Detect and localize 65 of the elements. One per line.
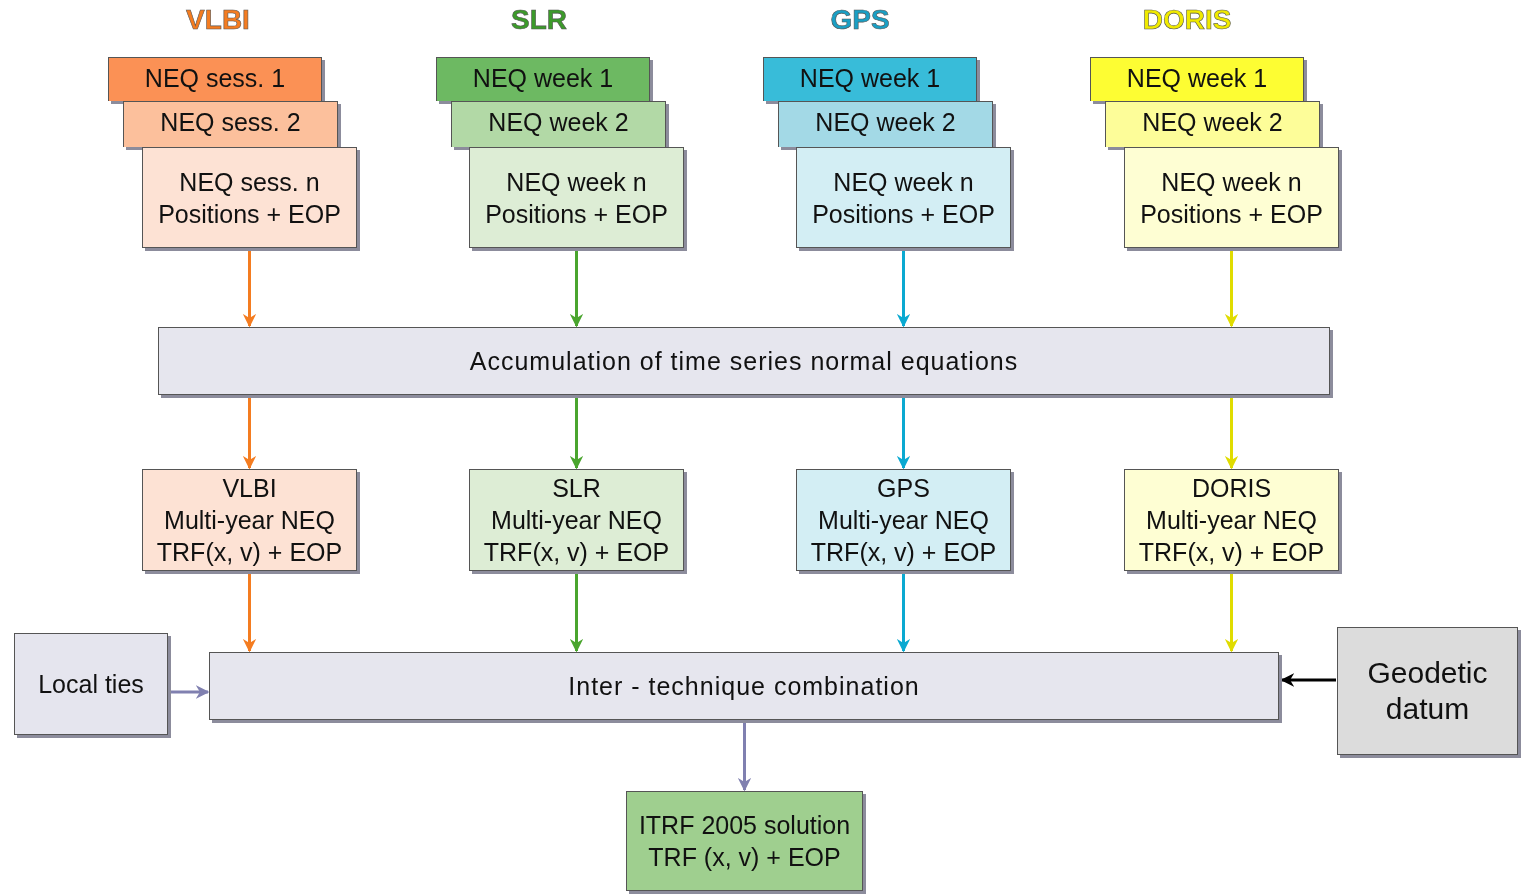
arrow [896,572,911,653]
node-text: NEQ week 2 [487,107,630,138]
process-box [1124,147,1339,248]
arrow [1224,572,1239,653]
arrow [242,249,257,328]
node-text: Geodetic datum [1366,655,1489,727]
process-box [142,147,357,248]
process-box [763,57,977,101]
process-box [1105,101,1320,147]
process-box [1090,57,1304,101]
node-text: NEQ week 2 [1141,107,1284,138]
technique-heading: DORIS [1142,4,1232,36]
node-text: NEQ week 1 [471,63,615,94]
process-box [14,633,168,735]
node-text: NEQ week n Positions + EOP [484,166,669,230]
node-text: Inter - technique combination [567,671,921,702]
node-text: DORIS [1190,473,1273,504]
node-text: Accumulation of time series normal equations [468,346,1020,377]
technique-heading: VLBI [186,4,250,36]
process-box [469,469,684,571]
node-text: GPS [876,473,931,504]
node-text: Multi-year NEQ TRF(x, v) + EOP [482,505,671,568]
node-text: VLBI [221,473,278,504]
process-box [469,147,684,248]
arrow [242,396,257,470]
arrow [1224,249,1239,328]
process-box [626,791,863,891]
process-box [796,469,1011,571]
node-text: Multi-year NEQ TRF(x, v) + EOP [155,505,344,568]
technique-heading: GPS [830,4,890,36]
technique-heading: SLR [511,4,567,36]
process-box [108,57,322,101]
process-box [778,101,993,147]
arrow [242,572,257,653]
process-box [451,101,666,147]
node-text: NEQ sess. 2 [159,107,302,138]
process-box [1124,469,1339,571]
process-box [142,469,357,571]
arrow [569,572,584,653]
process-box [123,101,338,147]
node-text: NEQ sess. n Positions + EOP [157,166,342,230]
arrow [569,249,584,328]
node-text: Local ties [37,669,145,700]
arrow [896,249,911,328]
process-bar [158,327,1330,395]
process-bar [209,652,1279,720]
arrow [171,685,210,699]
node-text: NEQ week n Positions + EOP [1139,166,1324,230]
arrow [737,721,752,792]
arrow [1280,673,1336,687]
node-text: NEQ week n Positions + EOP [811,166,996,230]
arrow [896,396,911,470]
process-box [436,57,650,101]
node-text: NEQ sess. 1 [143,63,287,94]
node-text: NEQ week 1 [798,63,942,94]
node-text: Multi-year NEQ TRF(x, v) + EOP [809,505,998,568]
node-text: NEQ week 2 [814,107,957,138]
node-text: SLR [551,473,602,504]
arrow [569,396,584,470]
arrow [1224,396,1239,470]
node-text: Multi-year NEQ TRF(x, v) + EOP [1137,505,1326,568]
node-text: ITRF 2005 solution TRF (x, v) + EOP [637,810,852,873]
process-box [1337,627,1518,755]
node-text: NEQ week 1 [1125,63,1269,94]
process-box [796,147,1011,248]
